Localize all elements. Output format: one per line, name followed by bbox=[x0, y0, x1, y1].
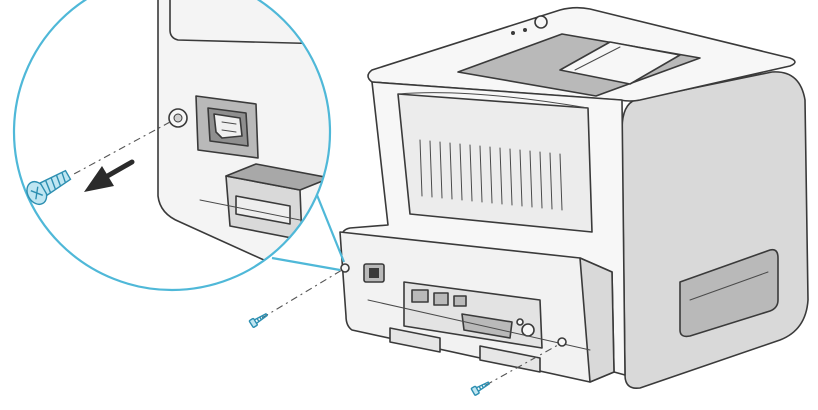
callout-leader-bottom bbox=[271, 256, 341, 272]
screw-path-right bbox=[485, 344, 559, 386]
screw-path-left bbox=[261, 269, 343, 319]
callout-ring bbox=[12, 0, 332, 292]
printer bbox=[339, 6, 809, 390]
printer-power-button bbox=[534, 15, 548, 29]
screw-icon bbox=[470, 381, 491, 396]
zoom-callout bbox=[12, 0, 346, 292]
printer-rear-cover bbox=[397, 93, 593, 233]
printer-side-panel bbox=[621, 71, 809, 390]
rear-screw-hole-left bbox=[340, 263, 350, 273]
rear-screw-hole-right bbox=[557, 337, 567, 347]
screw-icon bbox=[248, 312, 268, 328]
screw-icon bbox=[26, 169, 72, 206]
zoom-screw-path bbox=[73, 121, 171, 175]
arrow-left-icon bbox=[84, 159, 135, 192]
printer-vents bbox=[419, 139, 563, 211]
printer-side-handle bbox=[679, 248, 779, 338]
